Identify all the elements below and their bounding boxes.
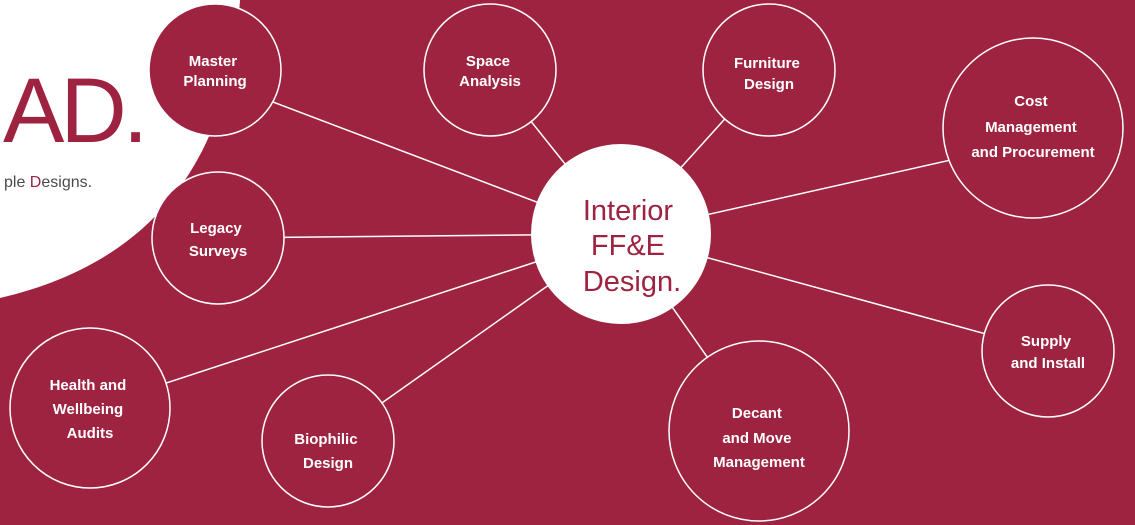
- center-label-line: Design.: [583, 266, 681, 298]
- node-circle: [148, 3, 282, 137]
- node-circle: [668, 340, 850, 522]
- node-label-line: Planning: [183, 73, 246, 90]
- node-label-legacy-surveys: Legacy Surveys: [189, 220, 247, 260]
- node-legacy-surveys: Legacy Surveys: [151, 171, 285, 305]
- node-health-wellbeing: Health and Wellbeing Audits: [9, 327, 171, 489]
- center-label-line: Interior: [583, 195, 674, 227]
- connector-health-wellbeing: [89, 233, 622, 409]
- node-label-line: Management: [985, 119, 1077, 136]
- node-label-line: Cost: [1014, 93, 1047, 110]
- node-label-line: and Install: [1011, 355, 1085, 372]
- node-circle: [9, 327, 171, 489]
- node-label-line: Wellbeing: [53, 401, 124, 418]
- node-label-line: Furniture: [734, 55, 800, 72]
- node-biophilic-design: Biophilic Design: [261, 374, 395, 508]
- node-space-analysis: Space Analysis: [423, 3, 557, 137]
- node-label-line: and Move: [722, 430, 791, 447]
- node-circle: [151, 171, 285, 305]
- node-label-line: Design: [303, 455, 353, 472]
- node-label-line: Health and: [50, 377, 127, 394]
- node-furniture-design: Furniture Design: [702, 3, 836, 137]
- node-master-planning: Master Planning: [148, 3, 282, 137]
- node-label-line: Biophilic: [294, 431, 357, 448]
- node-supply-install: Supply and Install: [981, 284, 1115, 418]
- node-label-line: Legacy: [190, 220, 242, 237]
- center-label-line: FF&E: [591, 230, 665, 262]
- node-label-health-wellbeing: Health and Wellbeing Audits: [50, 377, 131, 442]
- node-circle: [981, 284, 1115, 418]
- center-label: Interior FF&E Design.: [583, 195, 681, 298]
- node-label-cost-management: Cost Management and Procurement: [971, 93, 1094, 161]
- node-label-supply-install: Supply and Install: [1011, 333, 1085, 372]
- logo-tagline-accent: D: [30, 174, 42, 191]
- logo-tagline-prefix: ple: [4, 174, 30, 191]
- node-label-line: Surveys: [189, 243, 247, 260]
- node-circle: [423, 3, 557, 137]
- node-label-line: Analysis: [459, 73, 521, 90]
- node-label-line: Management: [713, 454, 805, 471]
- node-cost-management: Cost Management and Procurement: [942, 37, 1124, 219]
- logo-tagline: ple Designs.: [4, 174, 92, 191]
- node-label-master-planning: Master Planning: [183, 53, 246, 90]
- node-circle: [702, 3, 836, 137]
- node-label-line: Design: [744, 76, 794, 93]
- node-label-biophilic-design: Biophilic Design: [294, 431, 362, 472]
- node-circle: [942, 37, 1124, 219]
- node-circle: [261, 374, 395, 508]
- center-node: Interior FF&E Design.: [531, 144, 711, 324]
- node-decant-move: Decant and Move Management: [668, 340, 850, 522]
- node-label-line: and Procurement: [971, 144, 1094, 161]
- node-label-line: Audits: [67, 425, 114, 442]
- center-circle: [531, 144, 711, 324]
- node-label-line: Supply: [1021, 333, 1072, 350]
- node-label-line: Space: [466, 53, 510, 70]
- node-label-space-analysis: Space Analysis: [459, 53, 521, 90]
- logo-mark: AD.: [3, 60, 144, 162]
- node-label-line: Master: [189, 53, 238, 70]
- node-label-decant-move: Decant and Move Management: [713, 405, 805, 471]
- logo-tagline-suffix: esigns.: [41, 174, 92, 191]
- node-label-line: Decant: [732, 405, 782, 422]
- node-label-furniture-design: Furniture Design: [734, 55, 804, 93]
